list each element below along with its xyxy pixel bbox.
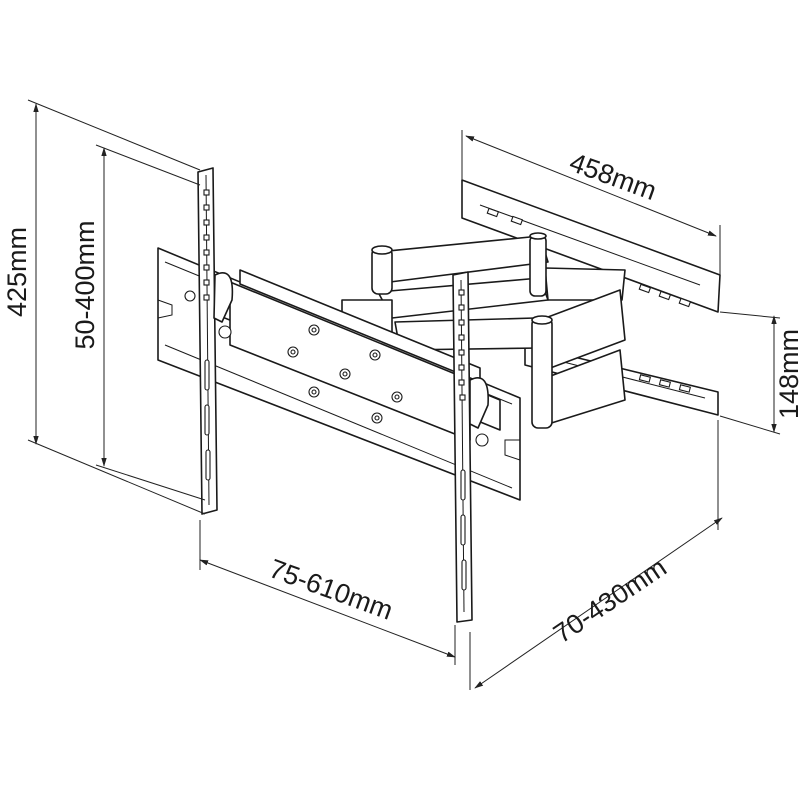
- dimension-lines: [27, 99, 781, 690]
- tv-bracket: [157, 247, 521, 501]
- vesa-horizontal-label: 75-610mm: [265, 553, 397, 625]
- articulating-arms: [341, 232, 626, 429]
- vertical-strip-left: [184, 167, 234, 515]
- wall-plate-width-label: 458mm: [566, 147, 661, 206]
- total-height-label: 425mm: [2, 227, 32, 317]
- extension-label: 70-430mm: [548, 552, 672, 649]
- vesa-vertical-label: 50-400mm: [70, 220, 100, 349]
- vertical-strip-right: [452, 271, 489, 623]
- wall-plate-height-label: 148mm: [774, 329, 800, 419]
